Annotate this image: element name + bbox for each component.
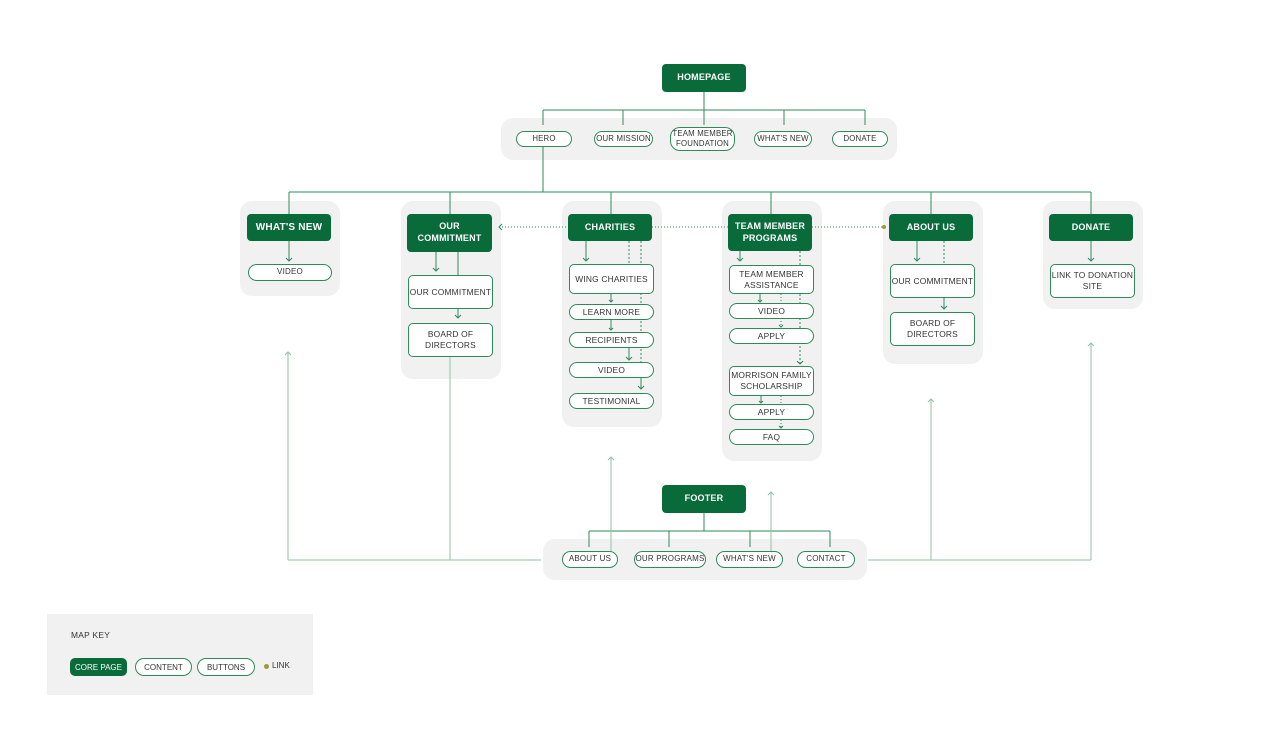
arrowhead [758, 400, 764, 404]
homepage-section-1: OUR MISSION [594, 131, 653, 147]
about-us-page: ABOUT US [889, 214, 973, 241]
arrowhead [778, 324, 784, 328]
key-buttons: BUTTONS [197, 658, 255, 676]
our-commitment-page: OUR COMMITMENT [407, 214, 492, 252]
arrowhead [1087, 342, 1095, 347]
whats-new-video: VIDEO [248, 264, 332, 281]
arrowhead [913, 257, 921, 262]
arrowhead [767, 491, 775, 496]
arrowhead [498, 223, 503, 231]
arrowhead [285, 257, 293, 262]
map-key: MAP KEY CORE PAGE CONTENT BUTTONS LINK [47, 614, 313, 695]
about-board-content: BOARD OF DIRECTORS [890, 312, 975, 346]
charities-page: CHARITIES [568, 214, 652, 241]
donation-site-content: LINK TO DONATION SITE [1050, 264, 1135, 298]
footer-link-3: CONTACT [797, 551, 855, 568]
arrowhead [778, 425, 784, 429]
about-our-commitment-content: OUR COMMITMENT [890, 264, 975, 298]
arrowhead [454, 314, 462, 319]
team-member-programs-page: TEAM MEMBER PROGRAMS [728, 214, 812, 251]
homepage-node: HOMEPAGE [662, 64, 746, 92]
footer-node: FOOTER [662, 485, 746, 513]
arrowhead [927, 398, 935, 403]
tmp-video-button: VIDEO [729, 303, 814, 319]
homepage-section-4: DONATE [832, 131, 888, 147]
homepage-section-3: WHAT'S NEW [754, 131, 812, 147]
arrowhead [432, 267, 440, 272]
arrowhead [1087, 257, 1095, 262]
homepage-section-2: TEAM MEMBER FOUNDATION [670, 127, 735, 151]
board-of-directors-content: BOARD OF DIRECTORS [408, 323, 493, 357]
arrowhead [284, 351, 292, 356]
arrowhead [608, 327, 614, 331]
learn-more-button: LEARN MORE [569, 304, 654, 320]
homepage-section-0: HERO [516, 131, 572, 147]
key-core-page: CORE PAGE [70, 658, 127, 676]
donate-page: DONATE [1049, 214, 1133, 241]
morrison-scholarship-content: MORRISON FAMILY SCHOLARSHIP [729, 366, 814, 396]
team-member-assistance-content: TEAM MEMBER ASSISTANCE [729, 265, 814, 294]
testimonial-button: TESTIMONIAL [569, 393, 654, 409]
charities-video-button: VIDEO [569, 362, 654, 378]
arrowhead [607, 456, 615, 461]
our-commitment-content: OUR COMMITMENT [408, 275, 493, 309]
arrowhead [608, 299, 614, 303]
wing-charities-content: WING CHARITIES [569, 264, 654, 294]
link-dot [882, 225, 886, 229]
tmp-apply-button: APPLY [729, 328, 814, 344]
faq-button: FAQ [729, 429, 814, 445]
arrowhead [736, 257, 744, 262]
arrowhead [757, 299, 763, 303]
recipients-button: RECIPIENTS [569, 332, 654, 348]
key-content: CONTENT [135, 658, 192, 676]
footer-link-2: WHAT'S NEW [716, 551, 783, 568]
map-key-title: MAP KEY [71, 630, 111, 640]
key-link: LINK [272, 661, 290, 670]
arrowhead [796, 360, 804, 365]
whats-new-page: WHAT'S NEW [247, 214, 331, 241]
key-link-dot [264, 664, 269, 669]
footer-link-1: OUR PROGRAMS [634, 551, 706, 568]
arrowhead [582, 257, 590, 262]
footer-link-0: ABOUT US [562, 551, 618, 568]
arrowhead [940, 305, 948, 310]
arrowhead [625, 356, 633, 361]
scholarship-apply-button: APPLY [729, 404, 814, 420]
arrowhead [637, 385, 645, 390]
